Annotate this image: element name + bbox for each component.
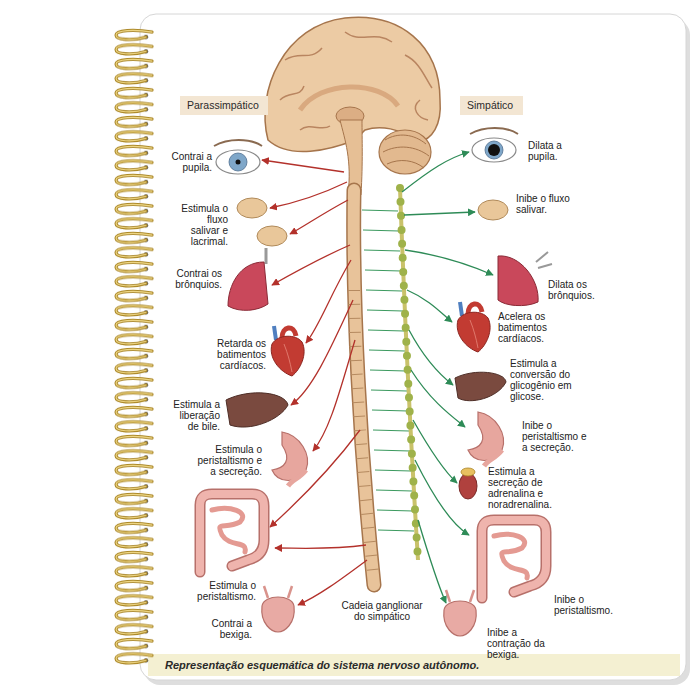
bladder xyxy=(444,590,476,636)
intestine xyxy=(482,520,546,598)
nerve xyxy=(404,212,475,215)
spinal-cord xyxy=(354,190,374,585)
nerve xyxy=(402,152,469,192)
gyri xyxy=(280,32,432,130)
effect-label: Estimula o peristaltismo e a secreção. xyxy=(194,444,262,477)
lung xyxy=(228,248,268,310)
effect-label: Inibe o peristaltismo e a secreção. xyxy=(522,420,588,453)
effect-label: Estimula o fluxo salivar e lacrimal. xyxy=(178,203,228,247)
effect-label: Estimula a conversão do glicogênio em gl… xyxy=(510,358,578,402)
adrenal-gland xyxy=(461,468,475,476)
lung-shape xyxy=(228,262,268,310)
pupil xyxy=(488,144,500,156)
nerve xyxy=(405,250,493,275)
intestine xyxy=(200,494,264,572)
eyeball xyxy=(216,150,260,174)
pupil xyxy=(236,160,241,165)
effect-label: Inibe o peristaltismo. xyxy=(554,594,620,616)
salivary-gland xyxy=(237,198,267,218)
effect-label: Contrai a bexiga. xyxy=(204,618,252,640)
eye-dilated xyxy=(470,128,518,162)
effect-label: Estimula a secreção de adrenalina e nora… xyxy=(488,466,566,510)
caption: Representação esquemática do sistema ner… xyxy=(165,658,479,672)
heart xyxy=(271,326,304,376)
adrenal-kidney xyxy=(459,468,477,499)
effect-label: Inibe o fluxo salivar. xyxy=(516,193,578,215)
nerve xyxy=(418,520,446,603)
nerve xyxy=(298,560,367,605)
nerve xyxy=(270,430,360,527)
ganglion-chain xyxy=(400,188,418,560)
nerve xyxy=(272,245,350,285)
nerve xyxy=(413,420,457,483)
caption-band xyxy=(148,654,680,676)
nerve xyxy=(290,200,348,234)
eyebrow xyxy=(214,140,262,146)
effect-label: Dilata os brônquios. xyxy=(548,279,604,301)
effect-label: Dilata a pupila. xyxy=(528,140,574,162)
heading-text: Parassimpático xyxy=(187,99,261,112)
effect-label: Retarda os batimentos cardíacos. xyxy=(212,338,266,371)
effect-label: Estimula o peristaltismo. xyxy=(180,580,256,602)
lung-shape xyxy=(498,256,538,306)
nerve xyxy=(275,545,366,548)
stomach xyxy=(272,432,308,486)
effect-label: Acelera os batimentos cardíacos. xyxy=(498,311,556,344)
effect-label: Contrai os brônquios. xyxy=(166,268,222,290)
effect-label: Estimula a liberação de bile. xyxy=(166,399,220,432)
spinal-cord-outline xyxy=(354,190,374,585)
iris xyxy=(485,141,503,159)
liver xyxy=(455,372,506,401)
nerve xyxy=(313,340,355,451)
salivary-gland xyxy=(478,200,508,220)
nerve xyxy=(270,182,347,208)
eyeball xyxy=(472,138,516,162)
heart xyxy=(457,302,490,352)
trachea xyxy=(265,248,268,264)
ganglia xyxy=(400,188,418,560)
division-heading: Parassimpático xyxy=(180,96,268,115)
lacrimal-gland xyxy=(257,226,287,246)
spiral-binding xyxy=(112,28,162,666)
bronchi xyxy=(536,252,552,268)
liver xyxy=(226,393,288,427)
nerve xyxy=(306,260,351,343)
division-heading: Simpático xyxy=(460,96,523,115)
effect-label: Contrai a pupila. xyxy=(168,151,212,173)
effect-label: Cadeia ganglionar do simpático xyxy=(336,600,428,622)
brain xyxy=(265,17,440,195)
iris xyxy=(229,153,247,171)
cerebellum-folds xyxy=(383,135,429,168)
nerve xyxy=(262,160,344,172)
notebook-page xyxy=(140,14,686,680)
heading-text: Simpático xyxy=(467,99,516,112)
nerve xyxy=(407,290,452,322)
bladder xyxy=(262,586,294,632)
lung xyxy=(498,252,552,306)
cerebellum xyxy=(379,130,431,174)
effect-label: Inibe a contração da bexiga. xyxy=(487,627,561,660)
kidney xyxy=(459,473,477,499)
stomach xyxy=(468,412,504,466)
eye-constricted xyxy=(214,140,262,174)
eyebrow xyxy=(470,128,518,134)
